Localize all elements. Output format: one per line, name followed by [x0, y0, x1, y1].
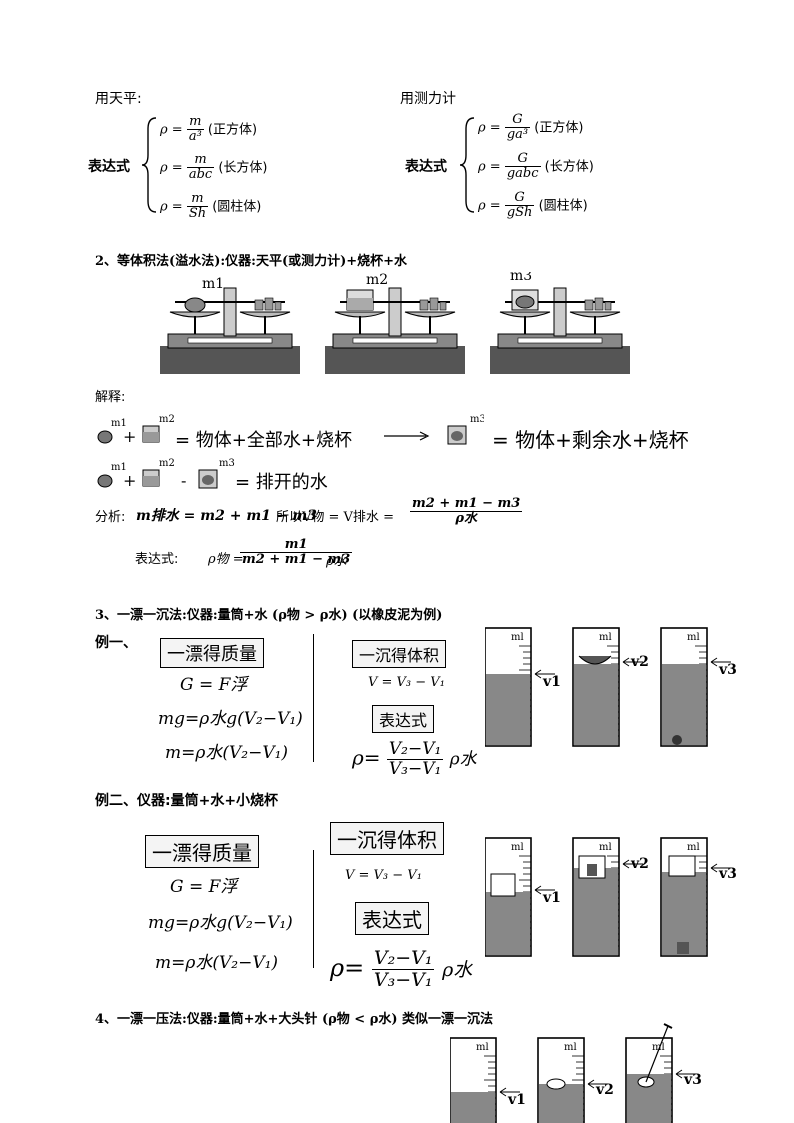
- svg-text:ml: ml: [476, 1042, 489, 1053]
- float-mass-box-2: 一漂得质量: [145, 835, 259, 868]
- svg-text:ml: ml: [511, 842, 524, 853]
- eq-m-1: m=ρ水(V₂−V₁): [165, 743, 289, 763]
- spring-scale-label: 用测力计: [400, 91, 456, 107]
- svg-text:v3: v3: [718, 662, 737, 678]
- svg-text:ml: ml: [687, 632, 700, 643]
- explain-icon-m3: m3: [447, 414, 484, 445]
- svg-text:ml: ml: [687, 842, 700, 853]
- section4-heading: 4、一漂一压法:仪器:量筒+水+大头针 (ρ物 < ρ水) 类似一漂一沉法: [95, 1012, 494, 1027]
- expression-lhs: ρ物 =: [208, 552, 244, 567]
- object-icon: [97, 430, 113, 444]
- expression-rhs: ρ水: [326, 554, 347, 569]
- svg-text:ml: ml: [511, 632, 524, 643]
- divider-1: [313, 634, 314, 762]
- eq-mg-2: mg=ρ水g(V₂−V₁): [148, 913, 293, 933]
- svg-text:ml: ml: [652, 1042, 665, 1053]
- sink-volume-box-2: 一沉得体积: [330, 822, 444, 855]
- explain-label: 解释:: [95, 390, 126, 405]
- cylinders-example-3: ml v1 ml v2 ml v3: [450, 1023, 702, 1123]
- explain-icons-line1: m1 + m2: [97, 414, 175, 446]
- expression-box-1: 表达式: [372, 705, 435, 733]
- section2-heading: 2、等体积法(溢水法):仪器:天平(或测力计)+烧杯+水: [95, 254, 408, 269]
- svg-text:v3: v3: [683, 1072, 702, 1088]
- expression-label-2: 表达式:: [135, 552, 179, 567]
- svg-text:m3: m3: [470, 414, 484, 425]
- svg-text:v2: v2: [630, 654, 649, 670]
- svg-text:+: +: [123, 427, 136, 446]
- balance-illustrations: m1 m2 m3: [160, 272, 631, 375]
- explain-icons-line2: m1 + m2 - m3: [97, 458, 235, 490]
- example2-label: 例二、仪器:量筒+水+小烧杯: [95, 793, 279, 809]
- cylinders-example-1: ml v1 ml v2 ml v3: [485, 627, 737, 747]
- eq-m-2: m=ρ水(V₂−V₁): [155, 953, 279, 973]
- svg-text:+: +: [123, 471, 136, 490]
- svg-text:v3: v3: [718, 866, 737, 882]
- balance-label-m2: m2: [366, 272, 388, 288]
- expression-label-spring: 表达式: [405, 159, 447, 175]
- svg-text:ml: ml: [599, 842, 612, 853]
- eq-g-2: G = F浮: [170, 877, 238, 897]
- svg-text:m2: m2: [159, 414, 175, 425]
- svg-text:v2: v2: [595, 1082, 614, 1098]
- explain-line1-left: = 物体+全部水+烧杯: [175, 430, 352, 451]
- svg-text:ml: ml: [564, 1042, 577, 1053]
- right-brace: [459, 117, 475, 213]
- svg-text:v1: v1: [542, 890, 561, 906]
- expression-label: 表达式: [88, 159, 130, 175]
- section3-heading: 3、一漂一沉法:仪器:量筒+水 (ρ物 > ρ水) (以橡皮泥为例): [95, 608, 443, 623]
- divider-2: [313, 850, 314, 968]
- cylinders-example-2: ml v1 ml v2 ml v3: [485, 837, 737, 957]
- svg-text:m1: m1: [111, 418, 127, 429]
- eq-volume-1: V = V₃ − V₁: [368, 675, 445, 690]
- sink-volume-box-1: 一沉得体积: [352, 640, 447, 668]
- svg-text:m1: m1: [111, 462, 127, 473]
- balance-label: 用天平:: [95, 91, 142, 107]
- svg-text:v1: v1: [542, 674, 561, 690]
- svg-text:m2: m2: [159, 458, 175, 469]
- expression-box-2: 表达式: [355, 902, 429, 935]
- svg-text:-: -: [181, 471, 186, 490]
- float-mass-box-1: 一漂得质量: [160, 638, 264, 668]
- svg-text:m3: m3: [219, 458, 235, 469]
- eq-volume-2: V = V₃ − V₁: [345, 868, 422, 883]
- balance-label-m1: m1: [202, 276, 224, 292]
- svg-text:ml: ml: [599, 632, 612, 643]
- arrow-icon: [384, 431, 430, 441]
- svg-text:v2: v2: [630, 856, 649, 872]
- svg-text:v1: v1: [507, 1092, 526, 1108]
- example1-label: 例一、: [95, 635, 137, 651]
- analysis-so: 所以V物 = V排水 =: [276, 510, 394, 525]
- eq-g-1: G = F浮: [180, 675, 248, 695]
- left-brace: [141, 117, 157, 213]
- explain-line2: = 排开的水: [235, 472, 328, 493]
- balance-label-m3: m3: [510, 272, 532, 284]
- analysis-label: 分析:: [95, 510, 126, 525]
- analysis-equation: m排水 = m2 + m1 − m3: [136, 508, 317, 524]
- eq-mg-1: mg=ρ水g(V₂−V₁): [158, 709, 303, 729]
- explain-line1-right: = 物体+剩余水+烧杯: [492, 428, 689, 452]
